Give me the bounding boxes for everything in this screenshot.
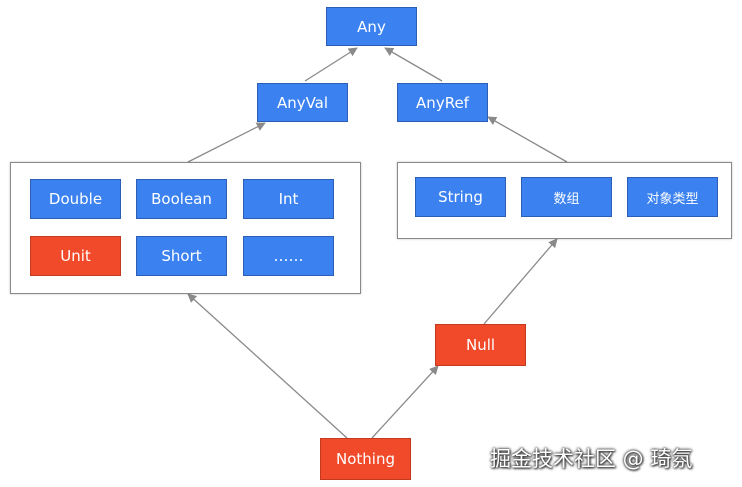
node-int: Int [243, 179, 334, 219]
node-anyval: AnyVal [257, 83, 348, 122]
node-short: Short [136, 236, 227, 276]
node-string: String [415, 177, 506, 217]
watermark-text: 掘金技术社区 @ 琦氛 [490, 447, 693, 471]
node-object-type: 对象类型 [627, 177, 718, 217]
node-unit: Unit [30, 236, 121, 276]
edge-nothing-valgroup [187, 293, 348, 439]
edge-null-refgroup [483, 238, 558, 325]
edge-valgroup-anyval [187, 122, 266, 163]
node-boolean: Boolean [136, 179, 227, 219]
edge-anyref-any [384, 47, 443, 82]
node-any: Any [326, 7, 417, 46]
edge-refgroup-anyref [487, 116, 568, 163]
node-double: Double [30, 179, 121, 219]
node-array: 数组 [521, 177, 612, 217]
edge-nothing-null [371, 365, 439, 439]
edge-anyval-any [304, 47, 358, 82]
node-anyref: AnyRef [397, 83, 488, 122]
node-null: Null [435, 324, 526, 366]
node-nothing: Nothing [320, 438, 411, 480]
node-ellipsis: …… [243, 236, 334, 276]
